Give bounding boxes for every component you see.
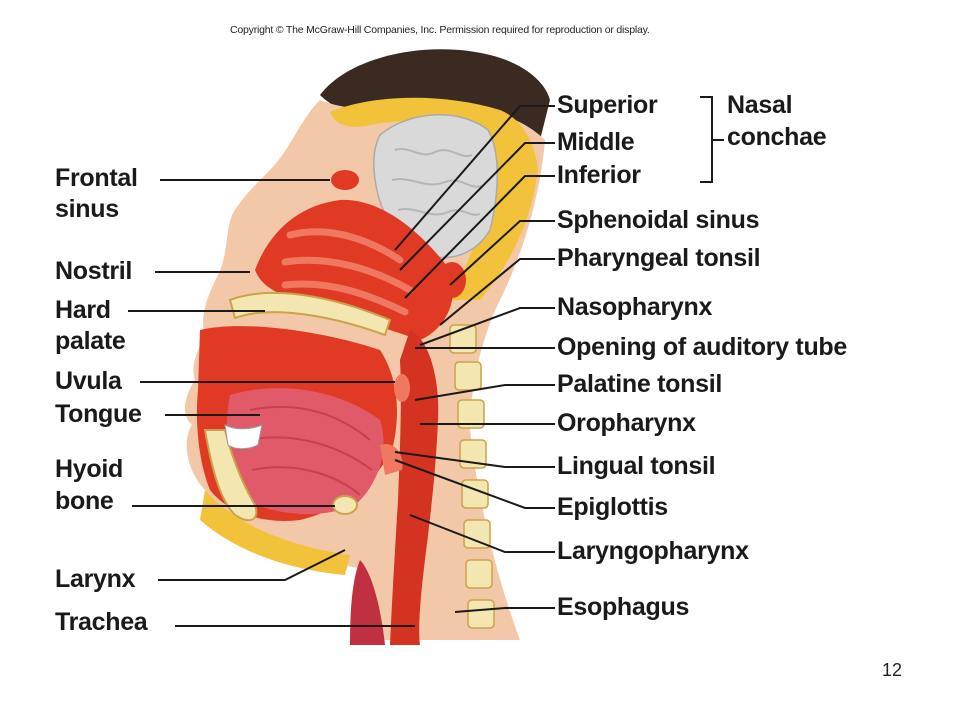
label-inferior: Inferior [557, 161, 641, 189]
trachea [350, 560, 385, 645]
label-larynx: Larynx [55, 565, 136, 593]
lower-jaw [203, 429, 258, 522]
leader-lines [128, 96, 724, 627]
label-conchae: conchae [727, 123, 827, 151]
copyright-notice: Copyright © The McGraw-Hill Companies, I… [230, 24, 650, 36]
label-middle: Middle [557, 128, 635, 156]
tongue [226, 388, 384, 515]
label-hard-palate-1: Hard [55, 296, 111, 324]
label-pharyngeal-tonsil: Pharyngeal tonsil [557, 244, 761, 272]
pharynx [390, 330, 439, 645]
label-nostril: Nostril [55, 257, 133, 285]
label-auditory-tube: Opening of auditory tube [557, 333, 848, 361]
sphenoidal-sinus [438, 262, 466, 298]
lower-teeth [224, 424, 263, 450]
frontal-sinus [331, 170, 359, 190]
label-laryngopharynx: Laryngopharynx [557, 537, 749, 565]
label-trachea: Trachea [55, 608, 148, 636]
label-oropharynx: Oropharynx [557, 409, 696, 437]
label-esophagus: Esophagus [557, 593, 690, 621]
hair [320, 49, 550, 140]
conchae [281, 228, 414, 316]
label-epiglottis: Epiglottis [557, 493, 668, 521]
label-sphenoidal-sinus: Sphenoidal sinus [557, 206, 760, 234]
label-hyoid-1: Hyoid [55, 455, 123, 483]
brain [373, 114, 499, 259]
hyoid-bone [332, 495, 358, 515]
label-hyoid-2: bone [55, 487, 114, 515]
hard-palate [228, 291, 392, 337]
label-tongue: Tongue [55, 400, 142, 428]
label-frontal-sinus-1: Frontal [55, 164, 138, 192]
label-superior: Superior [557, 91, 658, 119]
uvula [394, 374, 410, 402]
label-palatine-tonsil: Palatine tonsil [557, 370, 722, 398]
neck-fat [200, 490, 350, 575]
label-uvula: Uvula [55, 367, 122, 395]
page-number: 12 [881, 660, 902, 680]
label-hard-palate-2: palate [55, 327, 126, 355]
label-frontal-sinus-2: sinus [55, 195, 119, 223]
label-lingual-tonsil: Lingual tonsil [557, 452, 716, 480]
label-nasal: Nasal [727, 91, 793, 119]
label-nasopharynx: Nasopharynx [557, 293, 713, 321]
